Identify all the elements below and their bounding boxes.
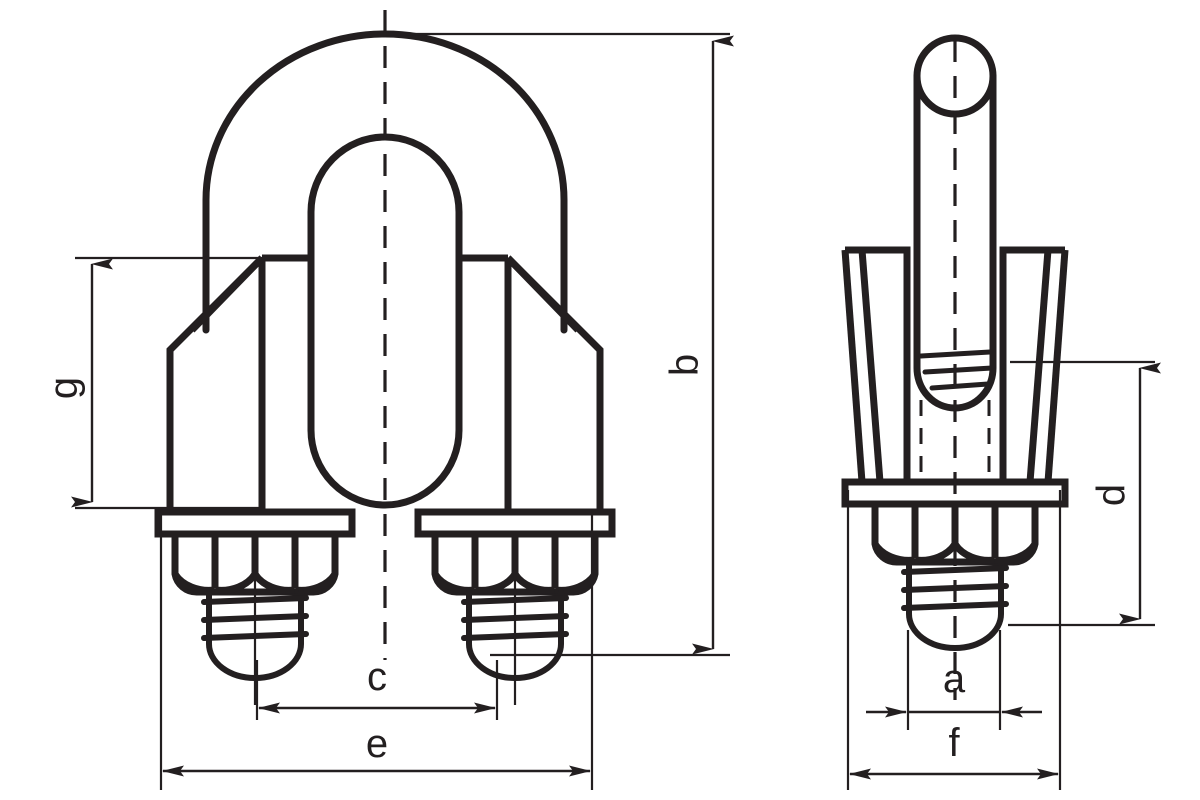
dim-label-c: c [367,655,387,699]
dim-label-b: b [663,354,707,376]
dim-label-f: f [948,721,960,765]
dim-label-g: g [42,377,86,399]
saddle-base-plate-side [841,478,1069,508]
hidden-bore-lines-side [906,400,1004,482]
dimension-labels: b g c e d a f [42,354,1134,766]
hex-nut-side [871,504,1039,566]
extension-lines [75,32,1155,790]
dimension-lines [71,35,1161,780]
dim-label-d: d [1090,484,1134,506]
thread-side-ubolt [918,349,995,391]
saddle-body-front [166,254,604,512]
dim-label-e: e [366,722,388,766]
saddle-base-plate-front [154,508,616,538]
saddle-body-side [841,246,1069,483]
dim-label-a: a [943,657,966,701]
side-view [841,34,1069,700]
front-view [154,10,616,705]
thread-side [901,559,1009,651]
bolt-axes-front [253,545,517,705]
